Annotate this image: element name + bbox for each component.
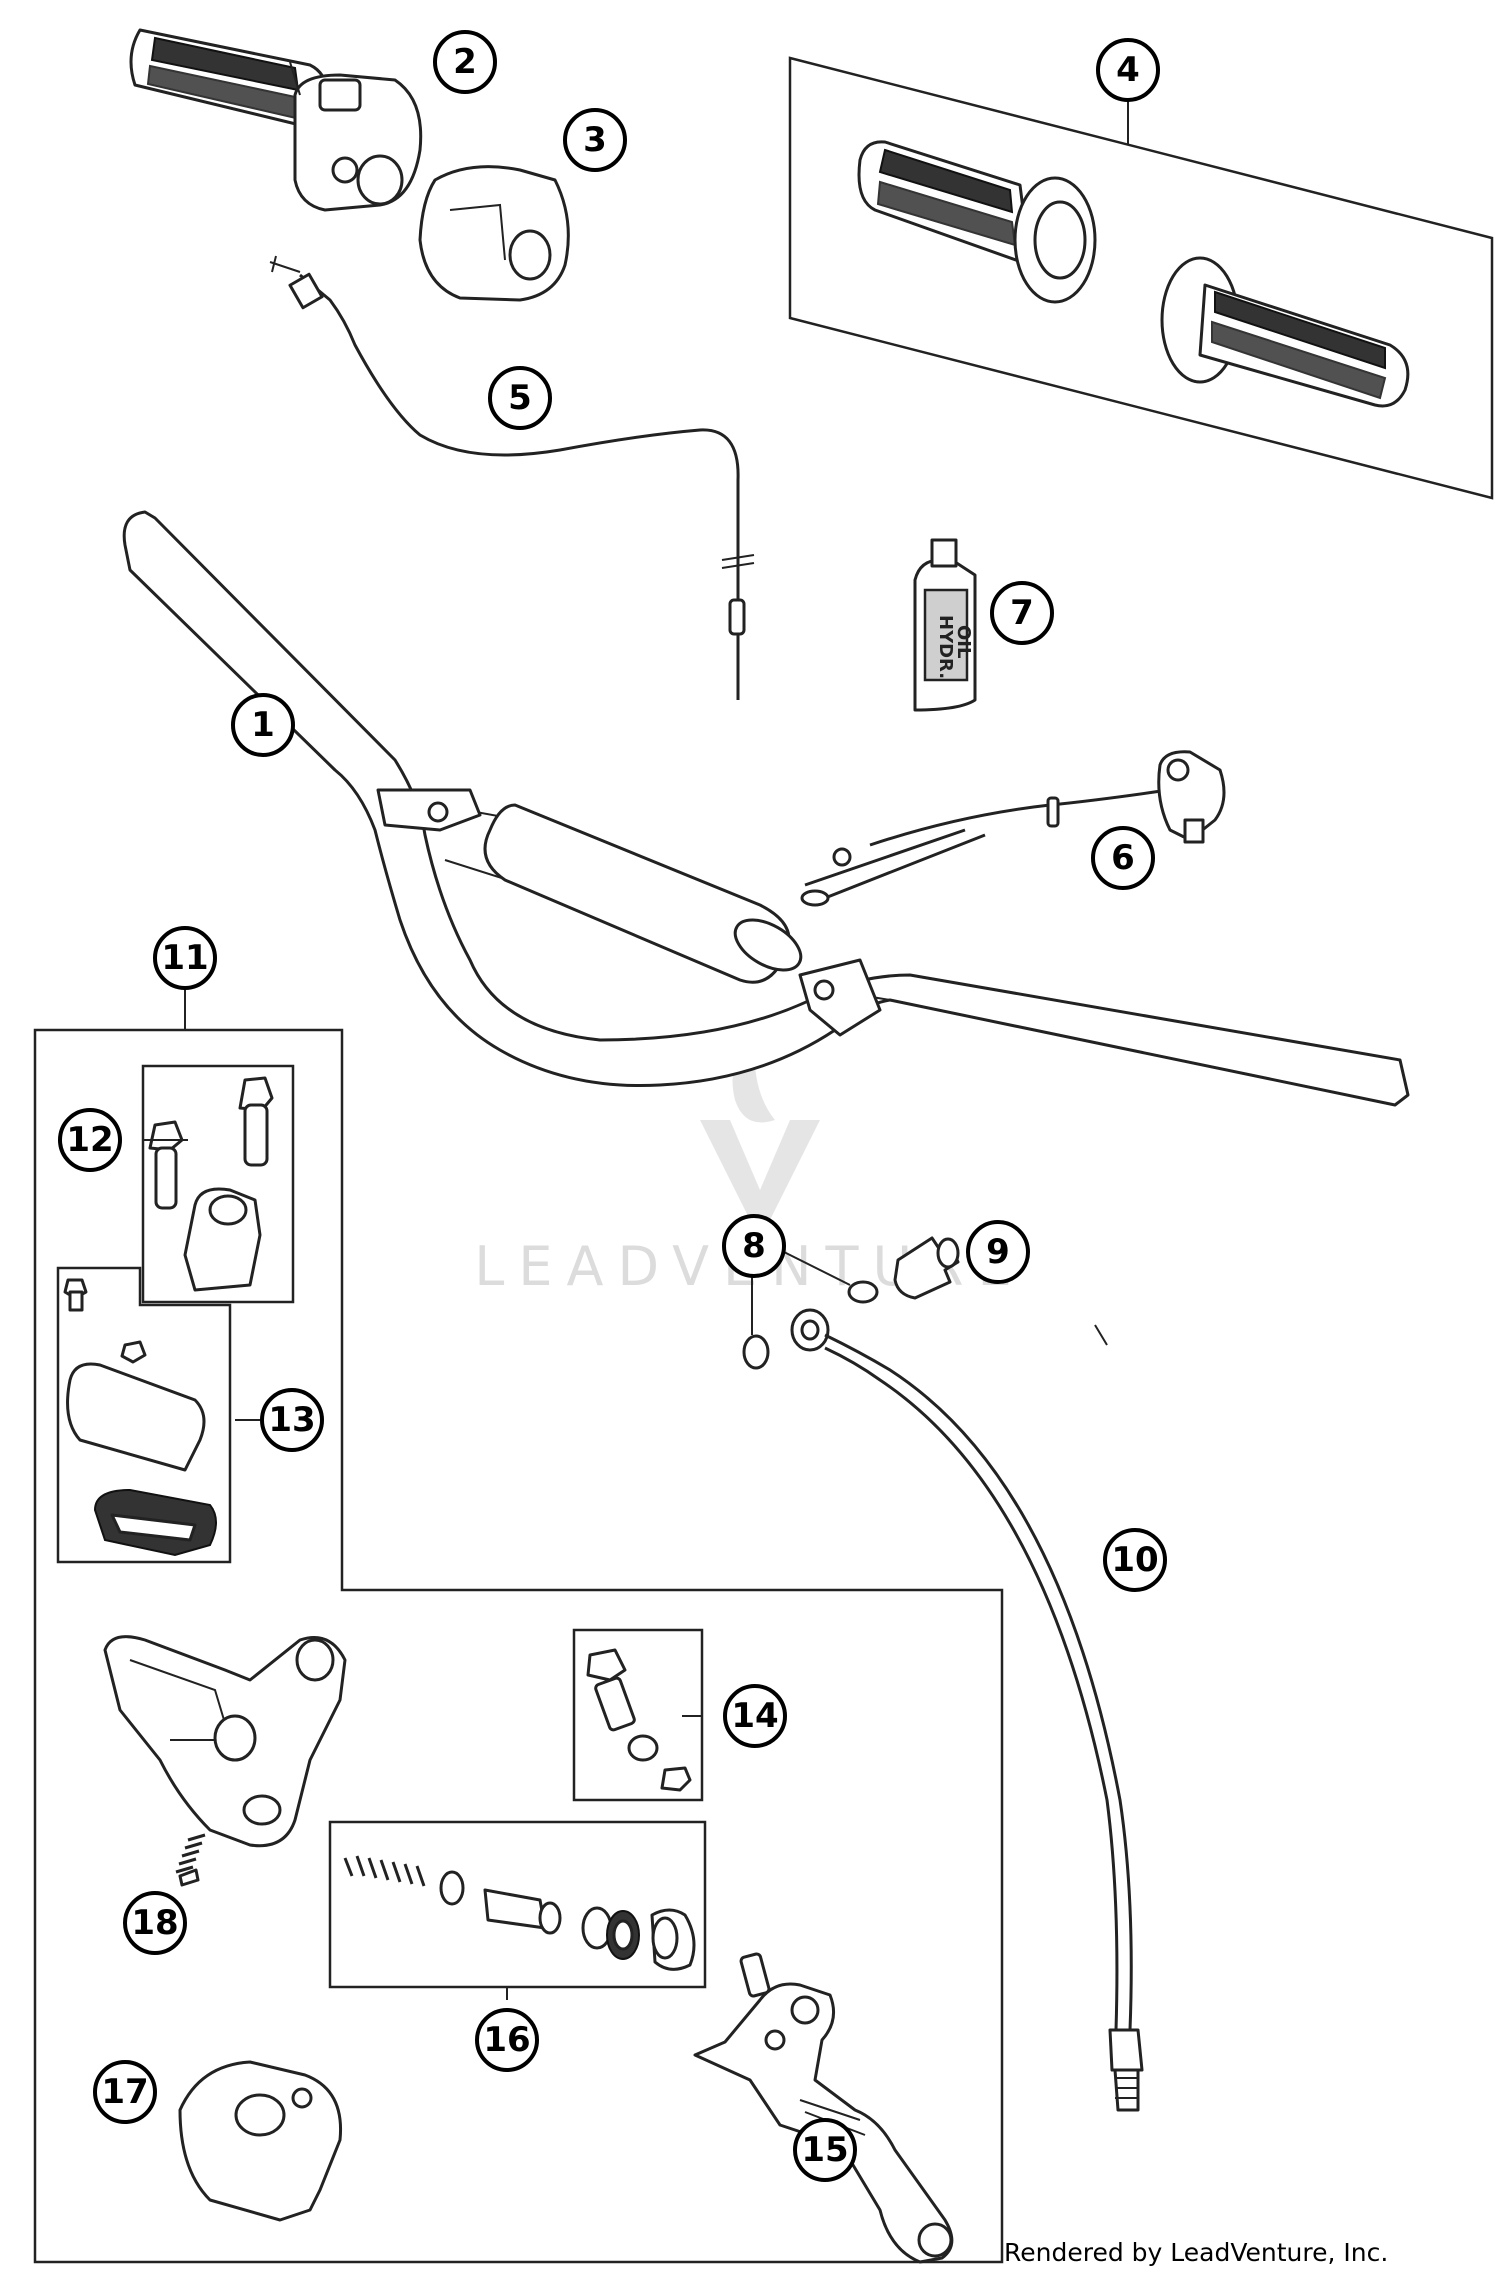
svg-text:2: 2 bbox=[453, 42, 477, 82]
svg-text:16: 16 bbox=[483, 2020, 530, 2060]
leader-lines bbox=[143, 61, 1108, 2000]
kill-switch bbox=[800, 750, 1226, 907]
callout-16: 16 bbox=[475, 2008, 539, 2072]
callout-13: 13 bbox=[260, 1388, 324, 1452]
svg-text:18: 18 bbox=[131, 1903, 178, 1943]
svg-text:11: 11 bbox=[161, 938, 208, 978]
callout-2: 2 bbox=[433, 30, 497, 94]
master-cylinder-body bbox=[103, 1635, 347, 1848]
svg-text:7: 7 bbox=[1010, 593, 1034, 633]
render-credit: Rendered by LeadVenture, Inc. bbox=[1004, 2238, 1389, 2267]
svg-text:12: 12 bbox=[66, 1120, 113, 1160]
callout-10: 10 bbox=[1103, 1528, 1167, 1592]
o-ring-upper bbox=[847, 1280, 879, 1304]
o-ring-lower bbox=[742, 1334, 770, 1370]
brake-lever bbox=[693, 1952, 954, 2264]
throttle-cover bbox=[418, 165, 570, 302]
grip-set-box bbox=[788, 56, 1494, 500]
throttle-grip-assembly bbox=[129, 28, 423, 212]
svg-text:17: 17 bbox=[101, 2072, 148, 2112]
brake-hose-parts bbox=[742, 1236, 1144, 2112]
piston-kit bbox=[328, 1820, 707, 1989]
callout-8: 8 bbox=[722, 1214, 786, 1278]
hydraulic-oil-bottle: HYDR. OIL bbox=[913, 538, 977, 712]
callout-18: 18 bbox=[123, 1891, 187, 1955]
callout-9: 9 bbox=[966, 1220, 1030, 1284]
callout-12: 12 bbox=[58, 1108, 122, 1172]
callout-11: 11 bbox=[153, 926, 217, 990]
svg-text:3: 3 bbox=[583, 120, 607, 160]
handlebar bbox=[122, 510, 1410, 1107]
callout-4: 4 bbox=[1096, 38, 1160, 102]
callout-3: 3 bbox=[563, 108, 627, 172]
lever-guard bbox=[178, 2060, 343, 2222]
callout-1: 1 bbox=[231, 693, 295, 757]
reservoir-cover-set bbox=[56, 1266, 232, 1564]
callout-15: 15 bbox=[793, 2118, 857, 2182]
brake-master-cylinder-box bbox=[33, 1028, 1004, 2264]
clamp-bolt-set bbox=[141, 1064, 295, 1304]
svg-text:15: 15 bbox=[801, 2130, 848, 2170]
grip-set bbox=[788, 56, 1494, 500]
svg-text:9: 9 bbox=[986, 1232, 1010, 1272]
throttle-cable bbox=[269, 255, 755, 700]
svg-text:8: 8 bbox=[742, 1226, 766, 1266]
svg-text:6: 6 bbox=[1111, 838, 1135, 878]
callout-14: 14 bbox=[723, 1684, 787, 1748]
oil-label-line1: HYDR. bbox=[935, 615, 956, 679]
svg-text:13: 13 bbox=[268, 1400, 315, 1440]
svg-text:4: 4 bbox=[1116, 50, 1140, 90]
svg-text:1: 1 bbox=[251, 705, 275, 745]
callout-17: 17 bbox=[93, 2060, 157, 2124]
svg-text:14: 14 bbox=[731, 1696, 778, 1736]
callout-6: 6 bbox=[1091, 826, 1155, 890]
oil-label-line2: OIL bbox=[953, 625, 974, 658]
svg-text:10: 10 bbox=[1111, 1540, 1158, 1580]
spring-small bbox=[175, 1833, 206, 1887]
svg-text:5: 5 bbox=[508, 378, 532, 418]
callout-7: 7 bbox=[990, 581, 1054, 645]
callout-5: 5 bbox=[488, 366, 552, 430]
